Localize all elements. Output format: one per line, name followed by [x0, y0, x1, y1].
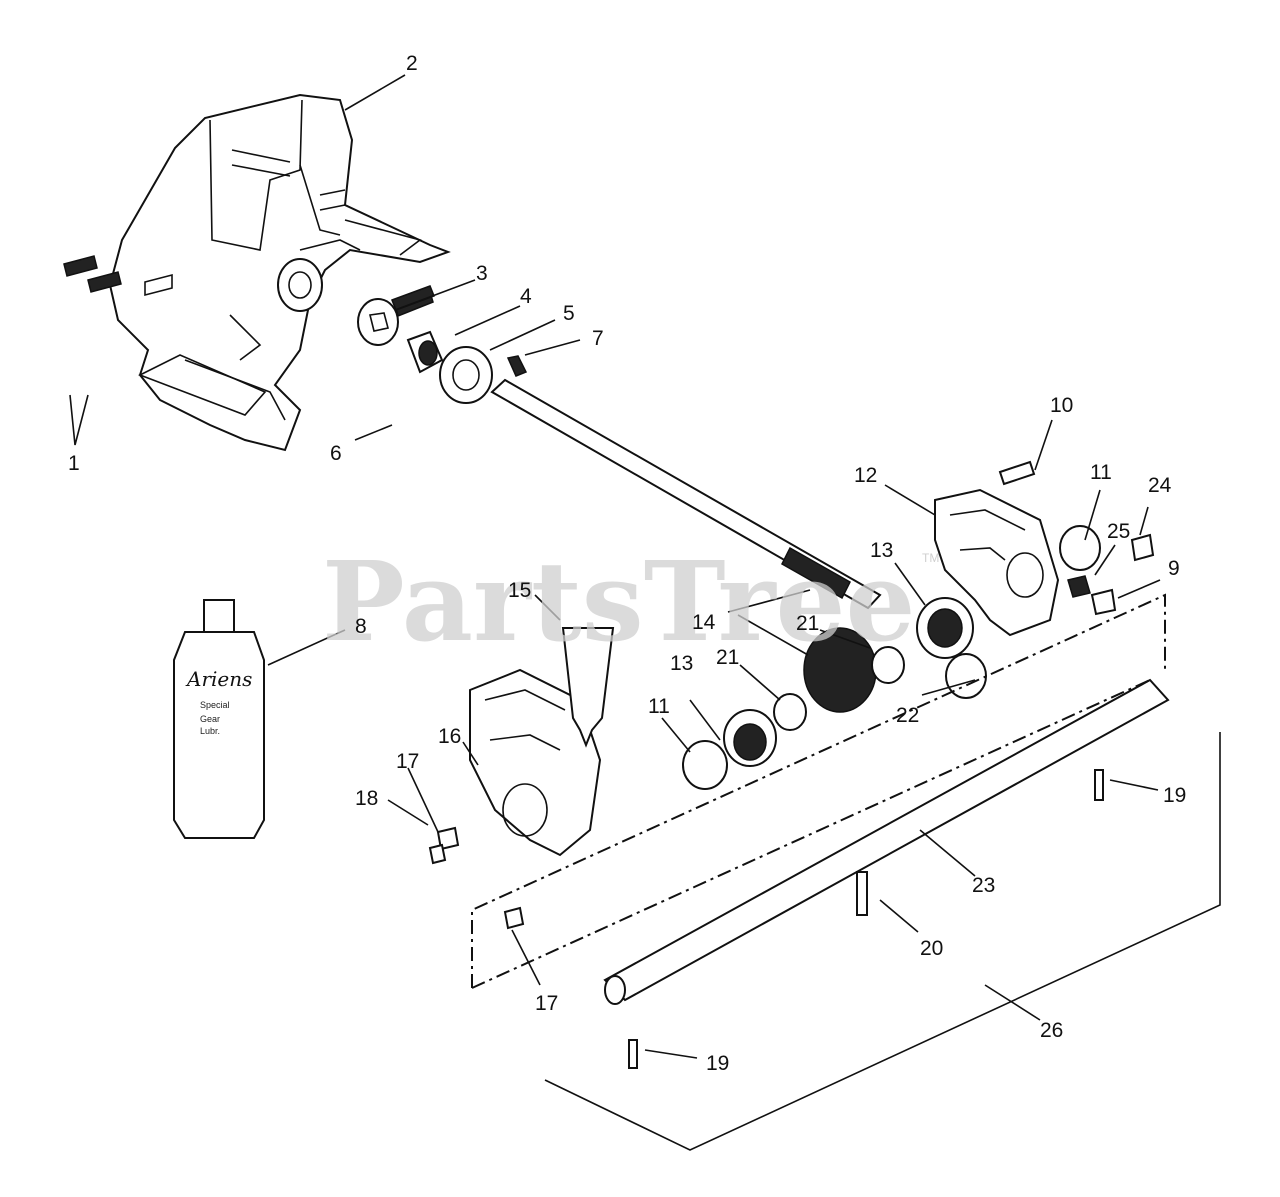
callout-15: 15	[508, 579, 531, 602]
callout-5: 5	[563, 302, 575, 325]
callout-21a: 21	[796, 612, 819, 635]
alignment-lines	[471, 593, 1166, 989]
callout-8: 8	[355, 615, 367, 638]
callout-23: 23	[972, 874, 995, 897]
callout-26: 26	[1040, 1019, 1063, 1042]
part-pin-19b	[628, 1039, 638, 1069]
callout-20: 20	[920, 937, 943, 960]
watermark: PartsTree	[322, 537, 916, 666]
assembly-bracket	[544, 732, 1221, 1151]
callout-7: 7	[592, 327, 604, 350]
callout-25: 25	[1107, 520, 1130, 543]
callout-18: 18	[355, 787, 378, 810]
part-housing	[108, 93, 451, 452]
part-grease-tube	[561, 627, 615, 748]
callout-6: 6	[330, 442, 342, 465]
leader-lines	[69, 74, 1161, 1059]
callout-3: 3	[476, 262, 488, 285]
callout-16: 16	[438, 725, 461, 748]
callout-2: 2	[406, 52, 418, 75]
part-gear-set	[682, 460, 1155, 790]
part-gear-case-left	[469, 668, 602, 857]
callout-21b: 21	[716, 646, 739, 669]
callout-10: 10	[1050, 394, 1073, 417]
callout-9: 9	[1168, 557, 1180, 580]
part-lubricant-bottle: Ariens Special Gear Lubr.	[173, 599, 265, 839]
callout-1: 1	[68, 452, 80, 475]
part-auger-shaft	[603, 678, 1170, 1005]
bottle-line-1: Special	[200, 700, 230, 710]
callout-19a: 19	[1163, 784, 1186, 807]
callout-19b: 19	[706, 1052, 729, 1075]
callout-17b: 17	[535, 992, 558, 1015]
callout-12: 12	[854, 464, 877, 487]
callout-14: 14	[692, 611, 716, 634]
part-gear-case-right	[934, 488, 1060, 637]
callout-labels: 1 2 3 4 5 6 7 8 9 10 11 11 12 13 13 14 1…	[68, 52, 1186, 1075]
part-pin-19a	[1094, 769, 1104, 801]
callout-13b: 13	[670, 652, 693, 675]
bottle-line-3: Lubr.	[200, 726, 220, 736]
part-worm-shaft	[490, 378, 882, 610]
watermark-trademark: TM	[922, 551, 939, 565]
part-hardware	[428, 826, 525, 930]
bottle-line-2: Gear	[200, 714, 220, 724]
callout-4: 4	[520, 285, 532, 308]
callout-13a: 13	[870, 539, 893, 562]
callout-24: 24	[1148, 474, 1172, 497]
callout-17a: 17	[396, 750, 419, 773]
bottle-brand: Ariens	[185, 667, 252, 691]
part-pin-20	[856, 871, 868, 916]
callout-22: 22	[896, 704, 919, 727]
part-springs	[63, 255, 122, 293]
callout-11a: 11	[1090, 461, 1112, 484]
callout-11b: 11	[648, 695, 670, 718]
